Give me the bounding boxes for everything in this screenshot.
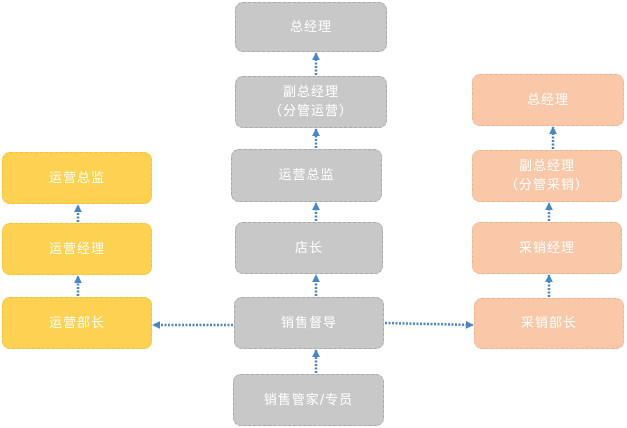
left-ops-manager-label: 运营经理 xyxy=(48,241,105,257)
center-ops-director-box: 运营总监 xyxy=(231,149,382,202)
arrow-supervisor-to-right-head xyxy=(384,320,474,329)
right-gm-label: 总经理 xyxy=(526,92,569,108)
center-deputy-gm-sublabel: （分管运营） xyxy=(268,104,353,119)
center-sales-specialist-box: 销售管家/专员 xyxy=(233,374,384,426)
center-sales-supervisor-box: 销售督导 xyxy=(234,297,384,349)
left-ops-head-label: 运营部长 xyxy=(48,315,105,331)
center-deputy-gm-label: 副总经理 xyxy=(282,85,339,100)
right-purchasing-head-label: 采销部长 xyxy=(520,316,577,331)
left-ops-director-label: 运营总监 xyxy=(48,170,105,186)
center-deputy-gm-box: 副总经理 （分管运营） xyxy=(235,76,387,128)
right-deputy-gm-box: 副总经理 （分管采销） xyxy=(472,150,622,202)
left-ops-head-box: 运营部长 xyxy=(2,297,152,349)
center-sales-supervisor-label: 销售督导 xyxy=(280,315,337,331)
center-gm-box: 总经理 xyxy=(235,2,387,52)
center-gm-label: 总经理 xyxy=(289,19,332,35)
right-gm-box: 总经理 xyxy=(472,74,624,126)
left-ops-manager-box: 运营经理 xyxy=(2,223,152,275)
right-purchasing-manager-label: 采销经理 xyxy=(518,240,575,256)
center-store-manager-box: 店长 xyxy=(235,222,383,274)
center-ops-director-label: 运营总监 xyxy=(278,168,335,183)
right-purchasing-head-box: 采销部长 xyxy=(474,298,624,349)
right-deputy-gm-label: 副总经理 xyxy=(518,159,575,174)
left-ops-director-box: 运营总监 xyxy=(2,152,152,204)
right-deputy-gm-sublabel: （分管采销） xyxy=(504,178,589,193)
right-purchasing-manager-box: 采销经理 xyxy=(472,222,622,274)
center-store-manager-label: 店长 xyxy=(294,240,323,256)
center-sales-specialist-label: 销售管家/专员 xyxy=(263,392,354,408)
